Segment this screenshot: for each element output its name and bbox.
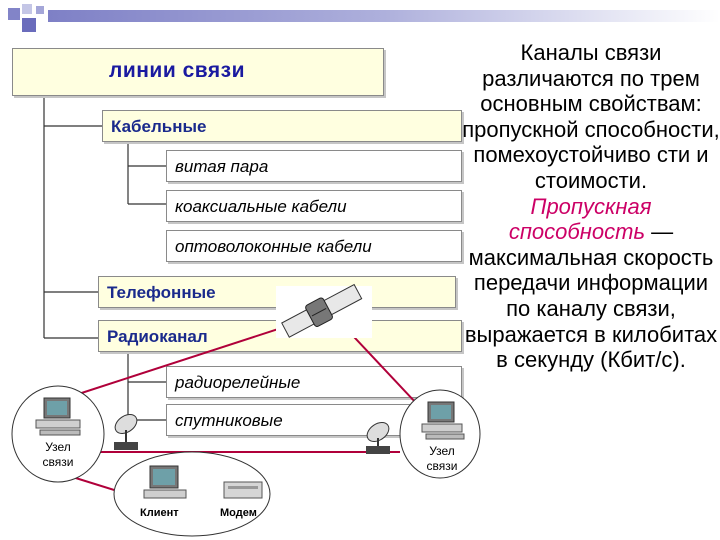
cable-item: витая пара bbox=[166, 150, 462, 182]
title-box: линии связи bbox=[12, 48, 384, 96]
modem-label: Модем bbox=[220, 507, 257, 519]
dish-antenna-icon-left bbox=[114, 413, 138, 450]
cable-item-label: коаксиальные кабели bbox=[175, 197, 347, 216]
right-node-label: Узел связи bbox=[426, 444, 458, 473]
category-cable: Кабельные bbox=[102, 110, 462, 142]
cable-item-label: оптоволоконные кабели bbox=[175, 237, 372, 256]
modem-icon bbox=[223, 481, 263, 499]
left-node bbox=[11, 385, 105, 483]
radio-item-label: радиорелейные bbox=[175, 373, 301, 392]
client-modem-group bbox=[113, 451, 271, 537]
cable-item-label: витая пара bbox=[175, 157, 269, 176]
cable-item: коаксиальные кабели bbox=[166, 190, 462, 222]
category-phone-label: Телефонные bbox=[107, 283, 216, 302]
category-radio-label: Радиоканал bbox=[107, 327, 208, 346]
dish-antenna-icon-right bbox=[366, 421, 390, 454]
header-decor-square bbox=[8, 8, 20, 20]
category-cable-label: Кабельные bbox=[111, 117, 207, 136]
header-decor-square bbox=[36, 6, 44, 14]
header-decor-square bbox=[22, 4, 32, 14]
description-part2: — максимальная скорость передачи информа… bbox=[464, 219, 718, 373]
header-decor-bar bbox=[48, 10, 720, 22]
header-decor-square bbox=[22, 18, 36, 32]
radio-item: радиорелейные bbox=[166, 366, 462, 398]
cable-item: оптоволоконные кабели bbox=[166, 230, 462, 262]
description-part1: Каналы связи различаются по трем основны… bbox=[462, 40, 720, 193]
radio-item-label: спутниковые bbox=[175, 411, 283, 430]
satellite-icon bbox=[276, 283, 372, 338]
description-text: Каналы связи различаются по трем основны… bbox=[462, 40, 720, 373]
description-part2-block: Пропускная способность — максимальная ск… bbox=[462, 194, 720, 373]
diagram-title: линии связи bbox=[109, 59, 246, 82]
term-throughput: Пропускная способность bbox=[508, 193, 652, 245]
left-node-label: Узел связи bbox=[42, 440, 74, 469]
right-node bbox=[399, 389, 481, 479]
category-radio: Радиоканал bbox=[98, 320, 462, 352]
client-label: Клиент bbox=[140, 507, 179, 519]
